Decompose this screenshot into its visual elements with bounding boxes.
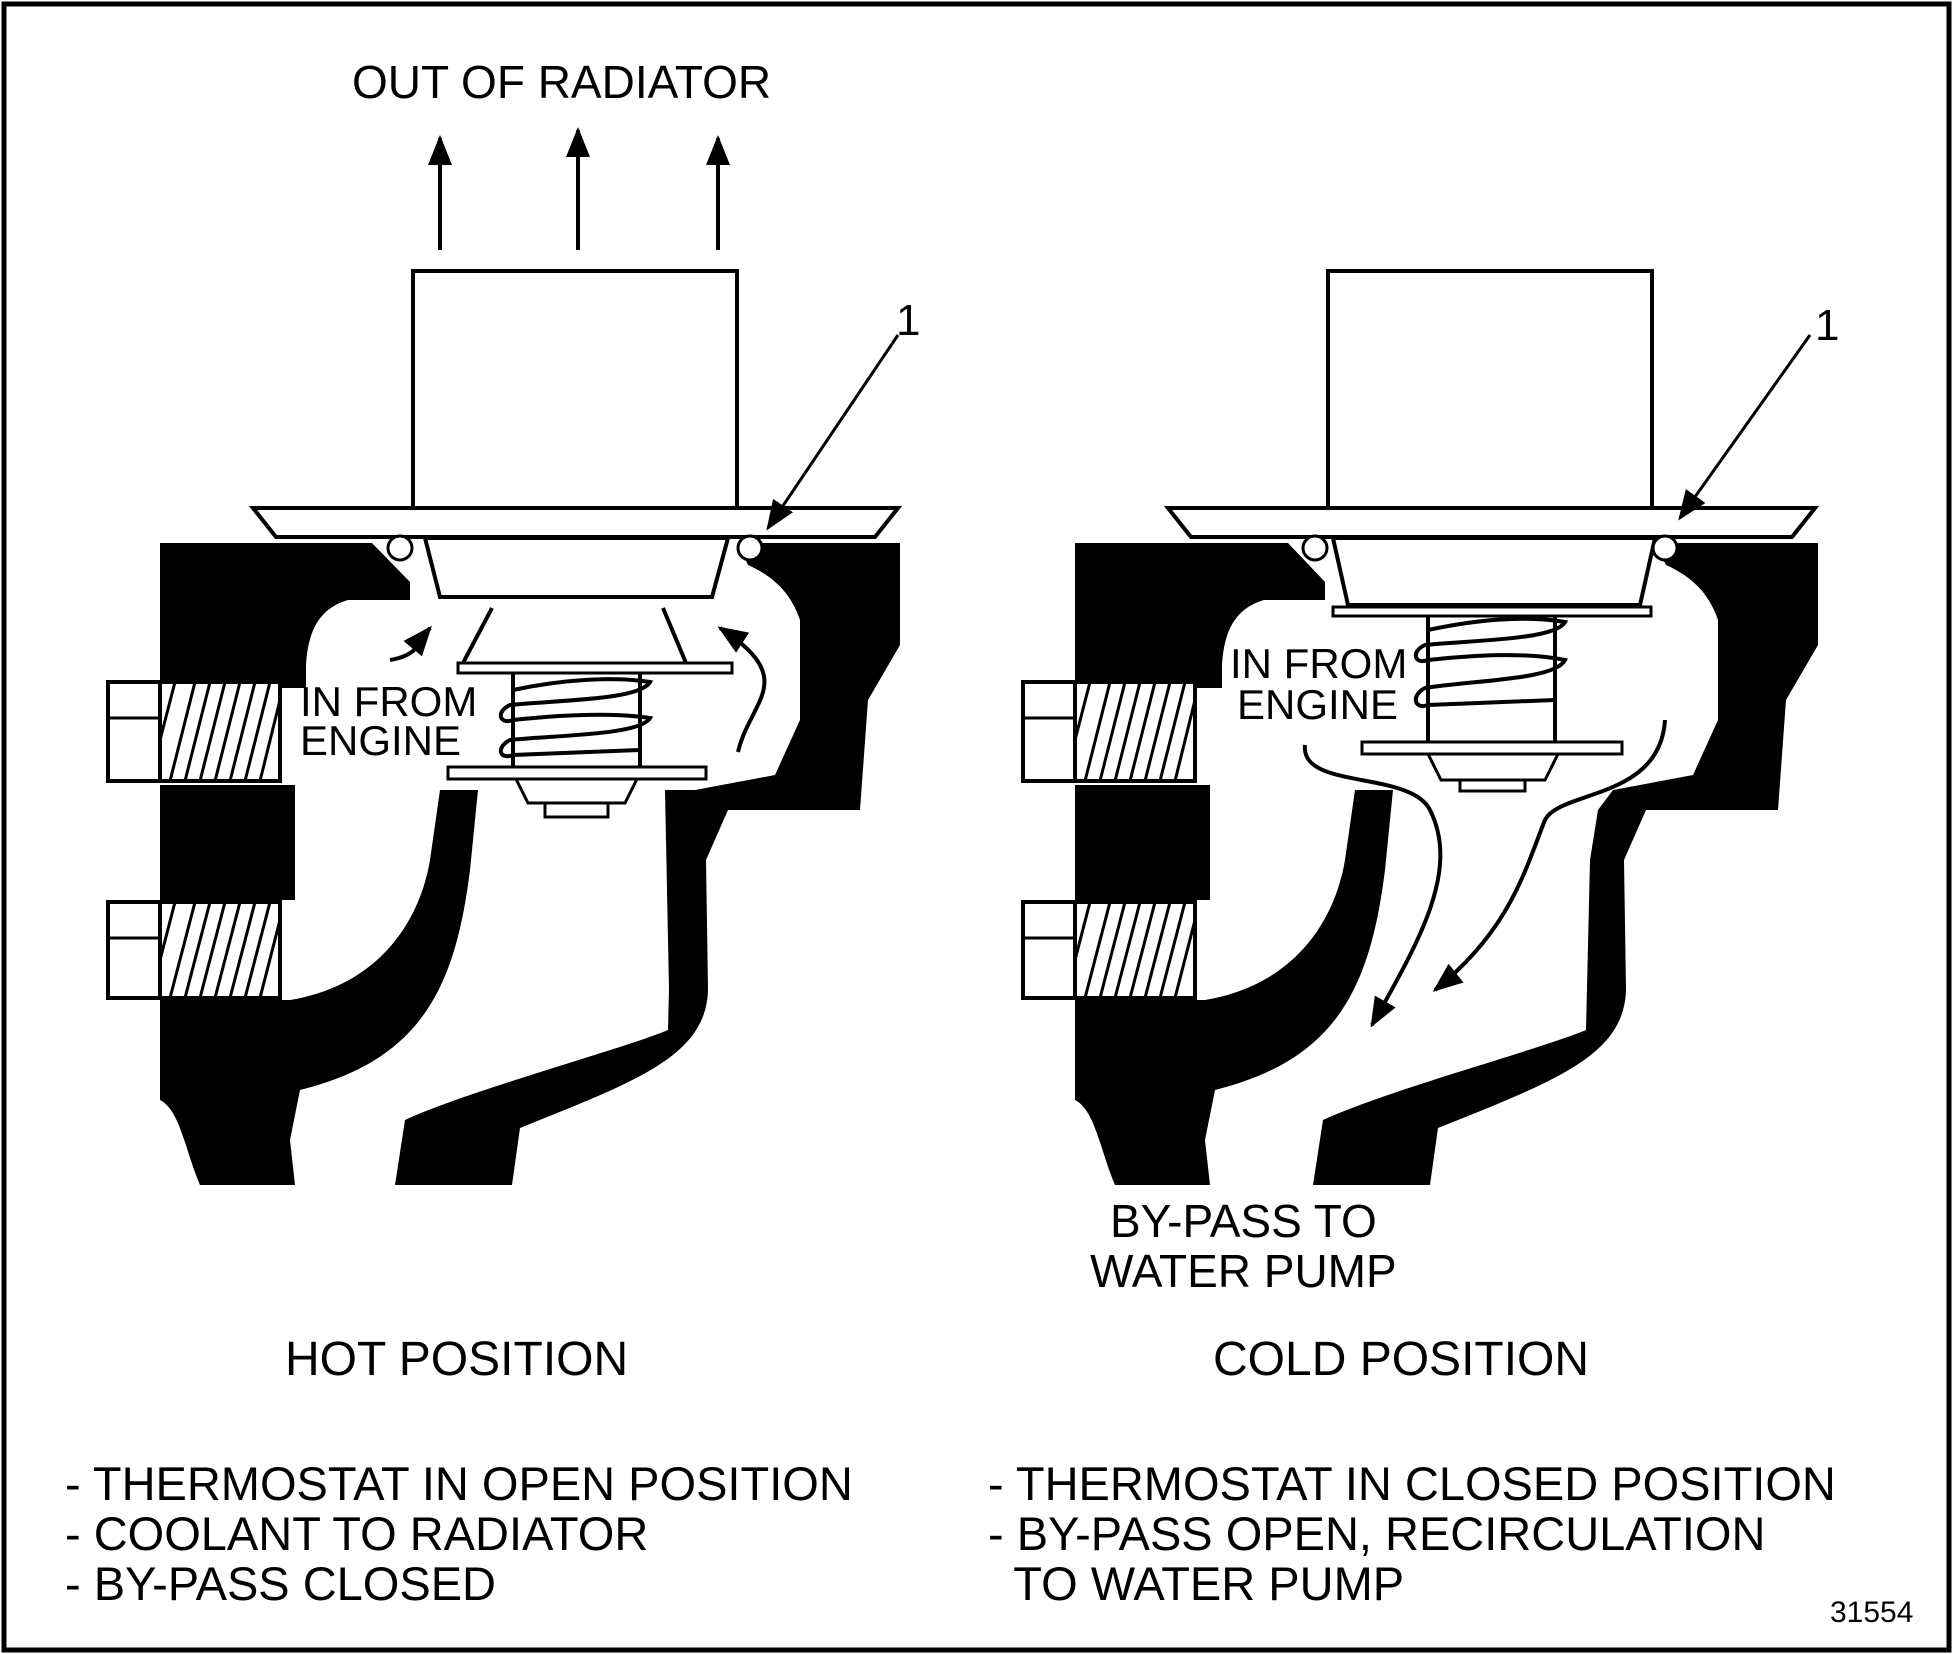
hot-seal-left: [386, 534, 414, 562]
cold-note-3: TO WATER PUMP: [988, 1557, 1404, 1610]
hot-thermostat-flange: [248, 506, 903, 539]
cold-position-assembly: [1021, 269, 1820, 1185]
hot-housing: [160, 543, 900, 1185]
hot-caption: HOT POSITION: [285, 1333, 628, 1386]
figure-number: 31554: [1830, 1596, 1913, 1629]
cold-housing: [1075, 543, 1818, 1185]
cold-seal-left: [1301, 534, 1329, 562]
hot-bolt-lower: [106, 900, 282, 1000]
hot-valve-cone: [422, 536, 731, 599]
cold-thermostat-cylinder: [1326, 269, 1654, 511]
cold-callout-leader: [1678, 334, 1812, 521]
cold-seal-right: [1651, 534, 1679, 562]
cold-callout-number: 1: [1815, 301, 1839, 350]
cold-spring: [1413, 616, 1569, 742]
cold-lower-plate: [1360, 740, 1624, 756]
cold-bypass-line1: BY-PASS TO: [1110, 1195, 1377, 1247]
hot-callout-leader: [766, 334, 900, 531]
cold-thermostat-flange: [1163, 506, 1820, 539]
cold-in-from-line1: IN FROM: [1230, 640, 1407, 687]
hot-note-3: - BY-PASS CLOSED: [65, 1557, 496, 1610]
hot-note-2: - COOLANT TO RADIATOR: [65, 1507, 648, 1560]
hot-bolt-upper: [106, 680, 282, 783]
cold-note-2: - BY-PASS OPEN, RECIRCULATION: [988, 1507, 1765, 1560]
hot-in-from-line2: ENGINE: [300, 717, 461, 764]
cold-valve-cone: [1330, 536, 1658, 607]
hot-seal-right: [736, 534, 764, 562]
cold-bypass-arrow-right: [1432, 719, 1667, 992]
hot-housing-lower-right: [520, 790, 705, 1080]
hot-spring: [498, 673, 654, 775]
cold-bypass-line2: WATER PUMP: [1090, 1245, 1397, 1297]
cold-bolt-upper: [1021, 680, 1197, 783]
hot-in-from-line1: IN FROM: [300, 678, 477, 725]
cold-bypass-arrow-left: [1302, 744, 1443, 1028]
hot-note-1: - THERMOSTAT IN OPEN POSITION: [65, 1457, 853, 1510]
hot-inlet-arrow-right: [717, 626, 767, 753]
cold-in-from-line2: ENGINE: [1237, 681, 1398, 728]
hot-upper-plate: [456, 661, 734, 675]
hot-thermostat-cylinder: [411, 269, 739, 511]
hot-callout-number: 1: [896, 296, 920, 345]
cold-bolt-lower: [1021, 900, 1197, 1000]
hot-position-assembly: [106, 127, 903, 1185]
cold-note-1: - THERMOSTAT IN CLOSED POSITION: [988, 1457, 1836, 1510]
top-label: OUT OF RADIATOR: [352, 56, 771, 108]
cold-piston: [1425, 752, 1561, 782]
hot-lower-plate: [446, 765, 708, 781]
cold-upper-plate: [1331, 605, 1653, 618]
hot-inlet-arrow-left: [389, 625, 432, 662]
cold-caption: COLD POSITION: [1213, 1333, 1589, 1386]
hot-piston: [513, 777, 640, 805]
